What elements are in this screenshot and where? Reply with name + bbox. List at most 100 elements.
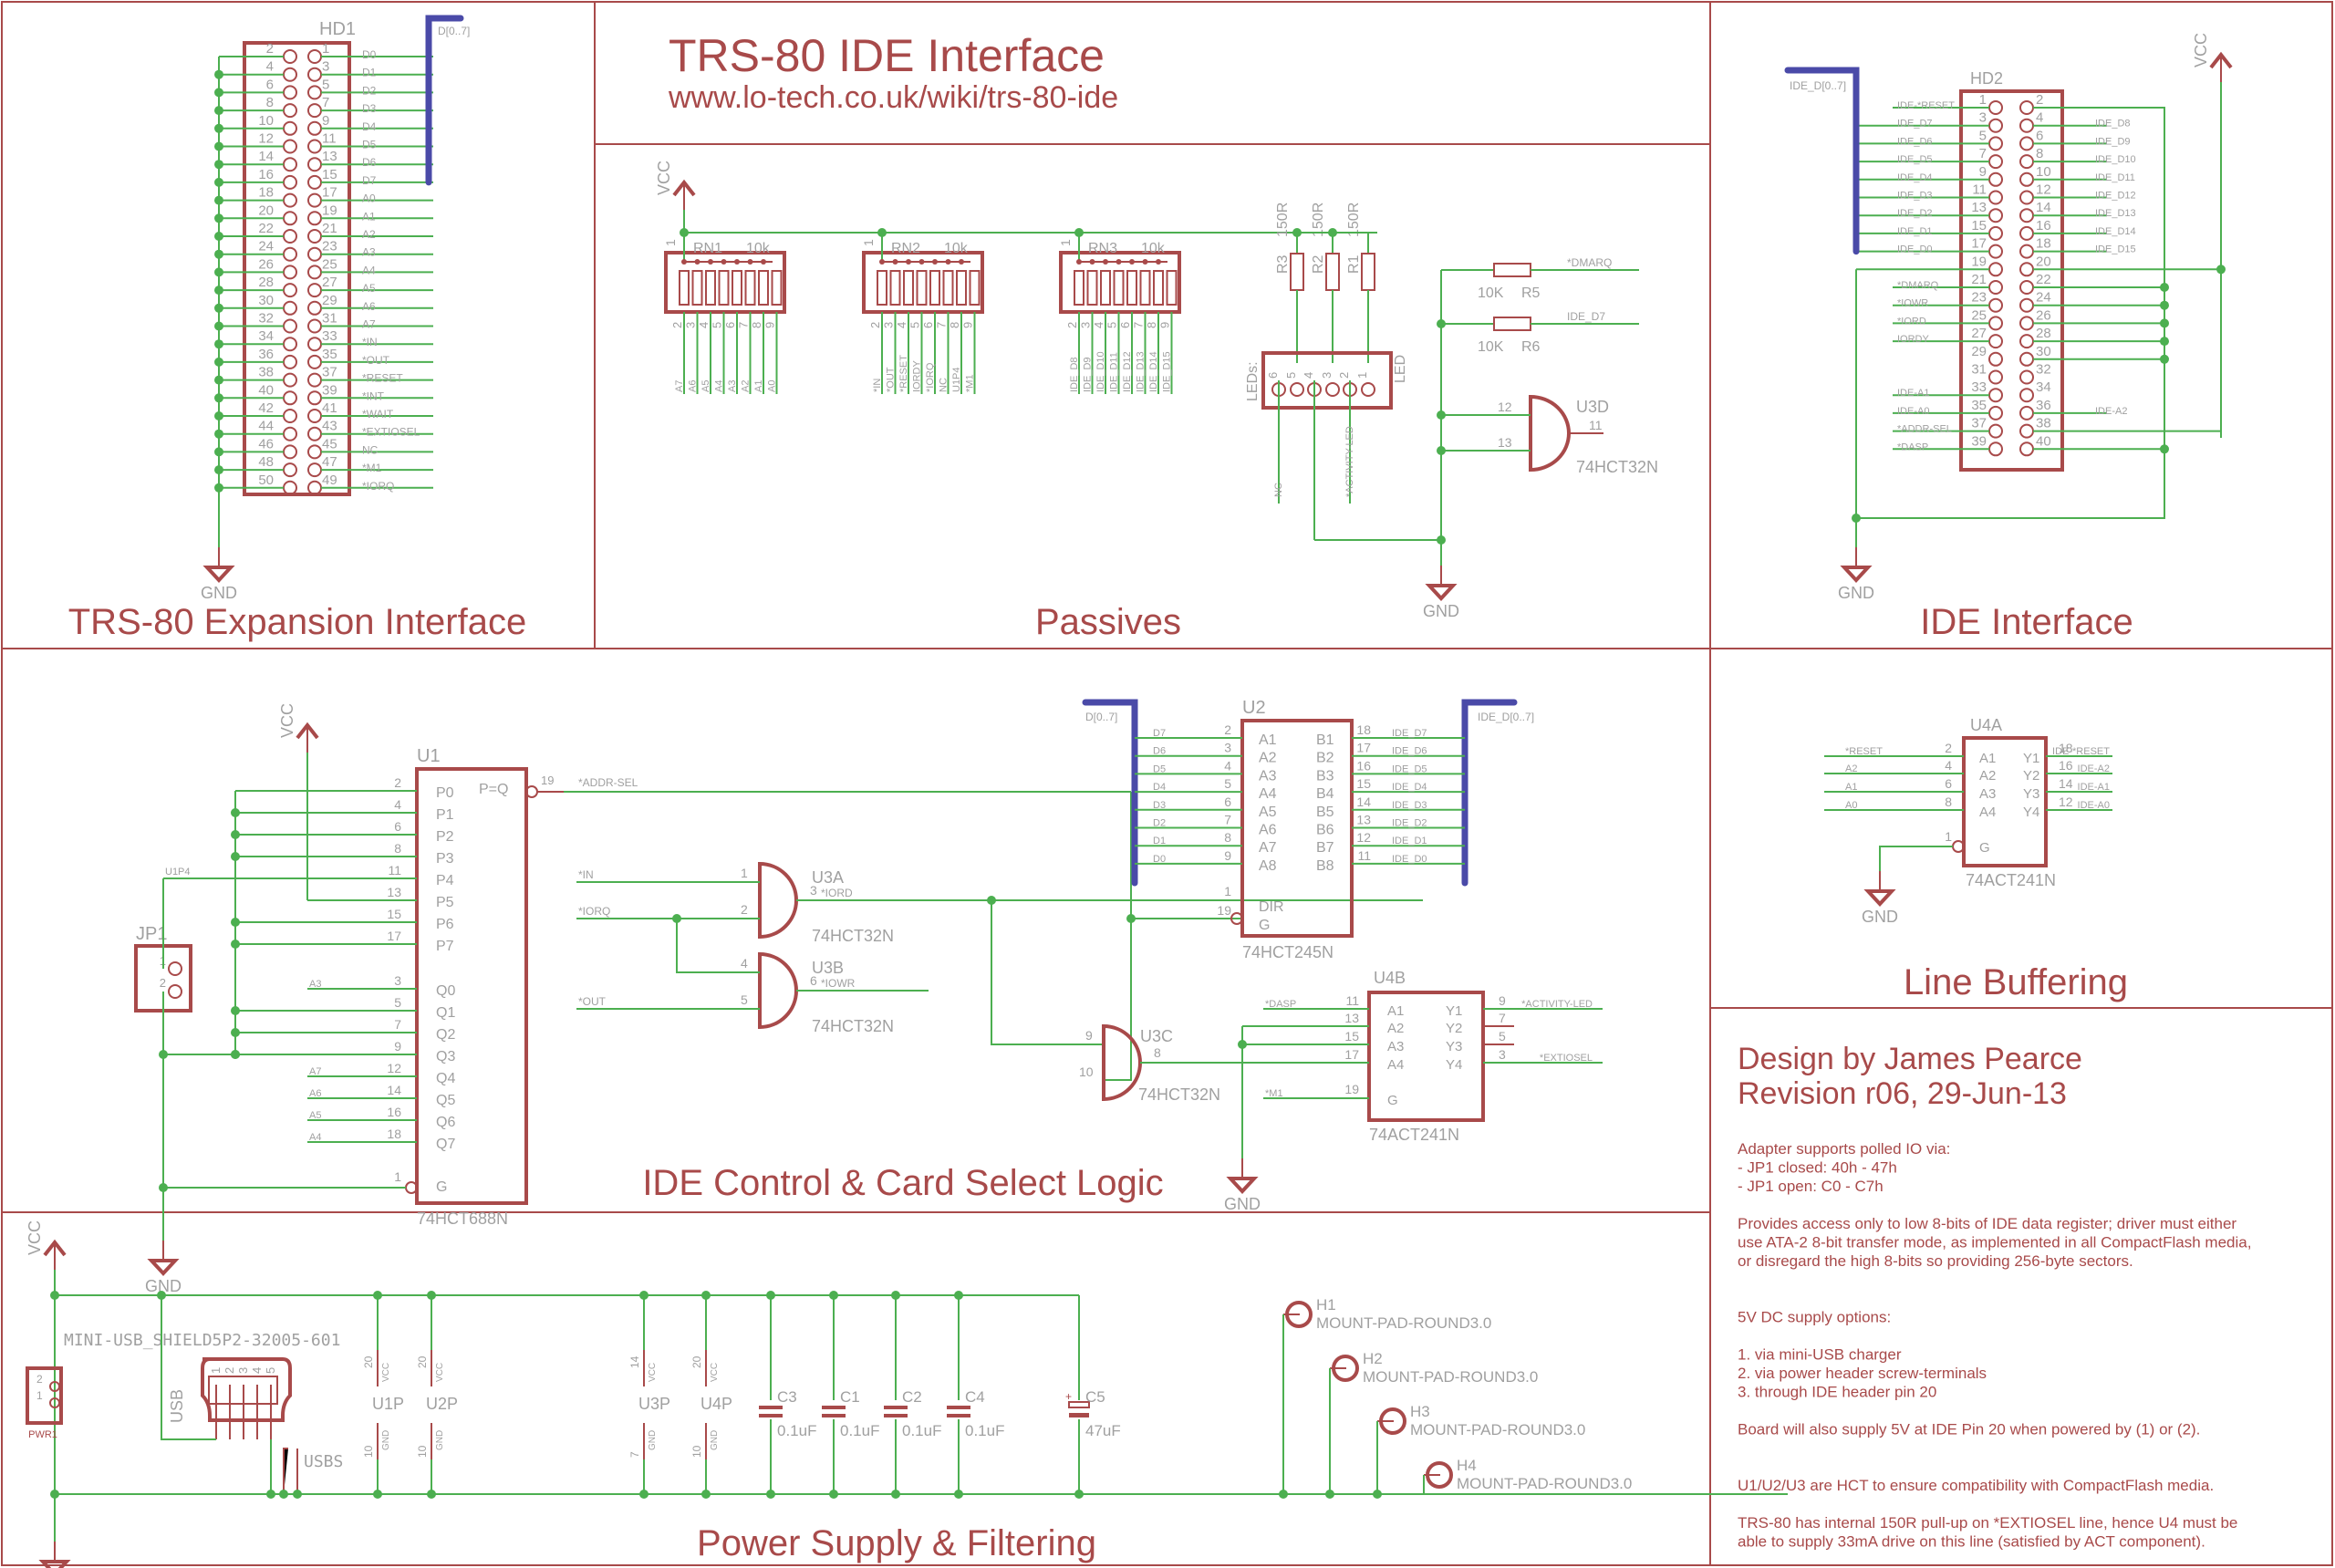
pin-number: 35 — [1971, 398, 1987, 413]
net-label: U1P4 — [165, 867, 191, 877]
net-label: IDE_D3 — [1897, 191, 1933, 202]
pin-pad — [307, 67, 322, 82]
pin-number: 36 — [258, 347, 274, 362]
junction-dot — [214, 321, 223, 331]
net-label: IDE_D13 — [2095, 208, 2136, 219]
resnet-body — [664, 251, 786, 314]
pin-number: 10 — [362, 1445, 375, 1458]
junction-dot — [2160, 444, 2169, 454]
internal-node — [1116, 259, 1122, 265]
ic-name: U2 — [1242, 698, 1266, 718]
junction-dot — [2160, 354, 2169, 364]
pin-label: Q0 — [436, 983, 455, 999]
junction-dot — [829, 1490, 838, 1499]
pin-number: 25 — [322, 256, 337, 272]
pin-number: 14 — [628, 1355, 641, 1368]
pin-label: VCC — [648, 1363, 658, 1382]
pin-number: 8 — [266, 95, 274, 110]
signal-label: D5 — [362, 139, 377, 151]
resistor-element — [1153, 270, 1164, 306]
project-url[interactable]: www.lo-tech.co.uk/wiki/trs-80-ide — [668, 80, 1118, 115]
bus-label: IDE_D[0..7] — [1478, 711, 1534, 723]
pin-pad — [1988, 388, 2003, 403]
pin-number: 1 — [1979, 92, 1987, 108]
resnet-name: RN3 — [1088, 241, 1117, 256]
signal-label: D7 — [362, 174, 377, 187]
net-label: IDE_D8 — [2095, 119, 2131, 130]
cap-plate — [884, 1406, 908, 1409]
pin-number: 16 — [2059, 758, 2073, 773]
pin-pad — [283, 85, 297, 100]
note-line: Provides access only to low 8-bits of ID… — [1738, 1215, 2236, 1232]
junction-dot — [2160, 283, 2169, 292]
pin-number: 2 — [1224, 722, 1231, 737]
pin-label: P=Q — [479, 782, 508, 797]
u4b-buffer: U4B74ACT241NA111*DASPA213A315A417Y19*ACT… — [1224, 969, 1603, 1213]
pin-pad — [307, 157, 322, 172]
pin-number: 14 — [258, 149, 274, 164]
vcc-label: VCC — [278, 703, 296, 738]
gate-name: U3C — [1140, 1027, 1173, 1045]
junction-dot — [231, 1006, 240, 1015]
resistor-element — [1086, 270, 1098, 306]
design-notes: Adapter supports polled IO via:- JP1 clo… — [1738, 1140, 2251, 1551]
pin-number: 8 — [394, 841, 401, 856]
pin-number: 5 — [908, 322, 922, 328]
hd2-name: HD2 — [1970, 69, 2003, 88]
pin-pad — [2019, 423, 2034, 439]
net-label: IDE_D12 — [2095, 191, 2136, 202]
pin-pad — [1988, 262, 2003, 277]
signal-label: A2 — [362, 228, 376, 241]
gnd-label: GND — [1862, 908, 1898, 926]
pin-number: 7 — [394, 1017, 401, 1032]
gate-part: 74HCT32N — [1138, 1085, 1220, 1104]
pin-number: 17 — [387, 929, 401, 943]
junction-dot — [1852, 514, 1861, 523]
pin-label: P7 — [436, 939, 454, 954]
pin-number: 12 — [258, 131, 274, 147]
pin-number: 3 — [810, 883, 817, 898]
usb-shell — [201, 1357, 292, 1422]
vcc-symbol: VCC — [278, 703, 319, 753]
junction-dot — [1373, 1490, 1382, 1499]
net-label: *OUT — [886, 367, 897, 392]
junction-dot — [214, 429, 223, 439]
mount-name: H4 — [1457, 1457, 1477, 1474]
pin-pad — [283, 174, 297, 190]
pin-number: 31 — [1971, 362, 1987, 378]
pin-label: Q4 — [436, 1071, 455, 1086]
net-label: *ACTIVITY-LED — [1344, 426, 1355, 497]
pin-number: 14 — [387, 1083, 401, 1097]
pin-pad — [1988, 280, 2003, 295]
pin-number: 24 — [2036, 290, 2051, 306]
pin-number: 21 — [1971, 272, 1987, 287]
pin-number: 16 — [258, 167, 274, 182]
resistor-element — [758, 270, 769, 306]
pin-pad — [1988, 136, 2003, 151]
pin-label: A4 — [1979, 805, 1996, 820]
inversion-bubble — [1230, 912, 1243, 925]
signal-label: A0 — [362, 192, 376, 205]
pin-pad — [2019, 316, 2034, 331]
pin-number: 2 — [741, 902, 748, 917]
pin-label: A1 — [1387, 1003, 1404, 1019]
pin-label: GND — [648, 1430, 658, 1450]
pin-number: 22 — [258, 221, 274, 236]
net-label: *M1 — [1265, 1088, 1283, 1099]
resnet-value: 10k — [944, 241, 969, 256]
pin-pad — [307, 283, 322, 298]
pin-number: 9 — [1224, 848, 1231, 863]
pin-number: 34 — [2036, 379, 2051, 395]
gate-part: 74HCT32N — [812, 927, 894, 945]
pin-label: A4 — [1259, 786, 1277, 802]
cap-name: C2 — [902, 1388, 922, 1406]
jp1-pad — [168, 984, 182, 999]
signal-label: *INT — [362, 389, 385, 402]
pin-label: Y3 — [1446, 1039, 1462, 1054]
net-label: *IORD — [1897, 316, 1926, 327]
u1-comparator: U174HCT688NP=Q19*ADDR-SELP02P14P26P38P41… — [134, 703, 1131, 1295]
pin-pad — [2019, 388, 2034, 403]
pin-number: 36 — [2036, 398, 2051, 413]
